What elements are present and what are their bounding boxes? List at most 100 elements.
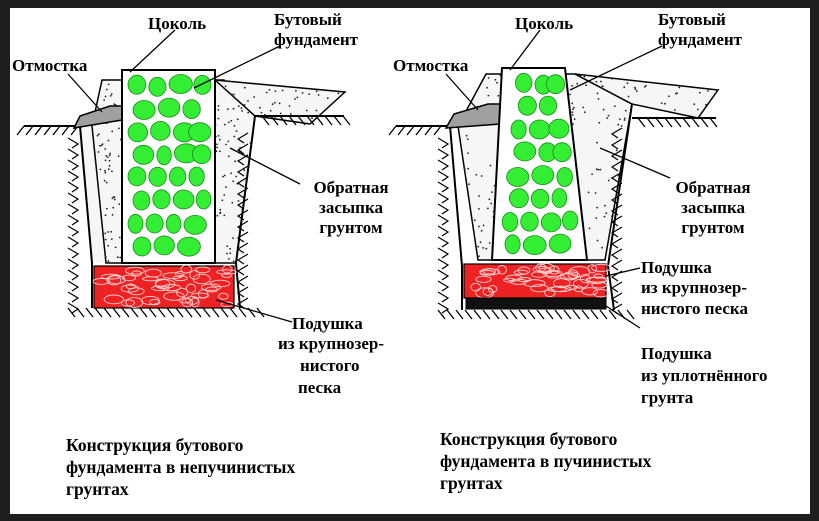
rubble-stone — [153, 235, 175, 256]
left-caption-line2: фундамента в непучинистых — [66, 457, 296, 477]
rubble-stone — [552, 142, 572, 163]
rubble-stone — [517, 95, 537, 116]
rubble-stone — [148, 76, 167, 97]
left-label-backfill-line3: грунтом — [319, 218, 383, 237]
rubble-stone — [515, 72, 533, 93]
trench-wall-left — [80, 126, 106, 263]
compacted-cushion — [465, 297, 607, 310]
right-caption-line2: фундамента в пучинистых — [440, 451, 652, 471]
right-label-sand-cushion-line2: из крупнозер- — [641, 278, 747, 297]
rubble-stone — [522, 235, 547, 256]
backfill-top — [212, 79, 347, 125]
blind-area — [72, 105, 123, 129]
rubble-stone — [183, 214, 207, 235]
rubble-stone — [168, 74, 193, 94]
right-label-compacted-cushion-line1: Подушка — [641, 344, 712, 363]
rubble-stone — [156, 145, 172, 166]
rubble-stone — [188, 122, 212, 143]
left-label-rubble-foundation-line2: фундамент — [274, 30, 359, 49]
trench-wall-left-line — [79, 125, 93, 308]
left-caption-line3: грунтах — [66, 479, 129, 499]
right-caption-line3: грунтах — [440, 473, 503, 493]
rubble-stone — [540, 212, 562, 233]
rubble-stone — [504, 234, 521, 255]
left-label-blind-area: Отмостка — [12, 56, 88, 75]
right-label-blind-area: Отмостка — [393, 56, 469, 75]
left-label-backfill-line2: засыпка — [319, 198, 383, 217]
rubble-stone — [548, 233, 572, 254]
rubble-stone — [127, 213, 144, 234]
leader-plinth — [129, 29, 176, 73]
right-label-backfill-line3: грунтом — [681, 218, 745, 237]
foundation-diagrams — [16, 29, 720, 329]
rubble-stone — [548, 118, 570, 139]
right-foundation-section — [388, 29, 720, 329]
rubble-stone — [193, 75, 212, 95]
right-label-plinth: Цоколь — [515, 14, 574, 33]
rubble-foundation — [490, 67, 589, 261]
rubble-stone — [172, 189, 195, 210]
leader-compacted-cushion — [605, 305, 641, 329]
rubble-stone — [127, 166, 147, 187]
rubble-stone — [513, 141, 537, 162]
left-label-rubble-foundation-line1: Бутовый — [274, 10, 342, 29]
rubble-stone — [501, 212, 519, 232]
right-label-sand-cushion-line3: нистого песка — [641, 299, 748, 318]
left-foundation-section — [16, 29, 351, 323]
leader-blind-area — [67, 73, 103, 113]
right-label-sand-cushion-line1: Подушка — [641, 258, 712, 277]
rubble-stone — [176, 236, 201, 257]
leader-blind-area — [445, 73, 479, 111]
leader-rubble — [569, 45, 663, 91]
right-caption-line1: Конструкция бутового — [440, 429, 618, 449]
left-label-sand-cushion-line2: из крупнозер- — [278, 334, 384, 353]
rubble-stone — [191, 144, 212, 165]
right-label-rubble-foundation-line2: фундамент — [658, 30, 743, 49]
leader-sand-cushion — [605, 267, 641, 277]
leader-rubble — [193, 45, 281, 89]
right-label-backfill-line1: Обратная — [675, 178, 751, 197]
left-label-sand-cushion-line4: песка — [298, 378, 342, 397]
rubble-stone — [530, 188, 550, 209]
rubble-stone — [148, 166, 167, 187]
right-label-backfill-line2: засыпка — [681, 198, 745, 217]
rubble-stone — [188, 166, 205, 187]
rubble-stone — [506, 167, 530, 187]
left-label-sand-cushion-line1: Подушка — [292, 314, 363, 333]
rubble-stone — [551, 188, 568, 208]
rubble-stone — [132, 190, 151, 211]
rubble-stone — [132, 236, 152, 257]
rubble-stone — [145, 213, 164, 234]
leader-plinth — [509, 29, 541, 71]
right-label-rubble-foundation-line1: Бутовый — [658, 10, 726, 29]
rubble-stone — [132, 100, 156, 120]
left-label-backfill-line1: Обратная — [313, 178, 389, 197]
left-label-sand-cushion-line3: нистого — [300, 356, 360, 375]
trench-wall-left-line — [449, 125, 463, 310]
rubble-stone — [510, 119, 527, 140]
rubble-stone — [528, 119, 551, 140]
rubble-stone — [127, 74, 147, 95]
rubble-stone — [157, 97, 181, 118]
rubble-stone — [195, 189, 212, 210]
rubble-stone — [531, 165, 555, 186]
rubble-stone — [538, 95, 558, 116]
rubble-stone — [150, 121, 171, 141]
rubble-stone — [508, 188, 529, 209]
right-label-compacted-cushion-line3: грунта — [641, 388, 694, 407]
rubble-stone — [127, 122, 149, 143]
rubble-stone — [546, 74, 566, 95]
rubble-stone — [561, 210, 579, 231]
rubble-stone — [132, 144, 155, 165]
left-caption-line1: Конструкция бутового — [66, 435, 244, 455]
leader-backfill — [599, 147, 671, 179]
rubble-stone — [182, 99, 201, 119]
diagram-frame: Цоколь Бутовый фундамент Отмостка Обратн… — [10, 8, 810, 514]
rubble-stone — [520, 211, 539, 232]
leader-backfill — [229, 147, 301, 185]
right-label-compacted-cushion-line2: из уплотнённого — [641, 366, 768, 385]
leader-sand-cushion — [215, 299, 293, 323]
blind-area — [444, 103, 501, 129]
rubble-stone — [152, 189, 171, 210]
rubble-stone — [556, 167, 573, 187]
